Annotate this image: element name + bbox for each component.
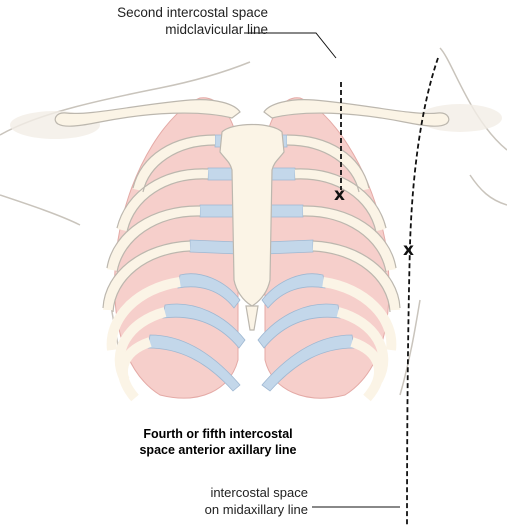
midaxillary-label-line1: intercostal space <box>140 484 308 501</box>
second-intercostal-label-line1: Second intercostal space <box>28 4 268 21</box>
midaxillary-label: intercostal space on midaxillary line <box>140 484 308 518</box>
anterior-axillary-label-line1: Fourth or fifth intercostal <box>112 426 324 442</box>
anterior-axillary-label-line2: space anterior axillary line <box>112 442 324 458</box>
midaxillary-label-line2: on midaxillary line <box>140 501 308 518</box>
second-intercostal-label: Second intercostal space midclavicular l… <box>28 4 268 38</box>
clavicles <box>55 100 449 127</box>
anterior-axillary-label: Fourth or fifth intercostal space anteri… <box>112 426 324 458</box>
second-intercostal-label-line2: midclavicular line <box>28 21 268 38</box>
electrode-marker-axillary: x <box>403 242 414 259</box>
electrode-marker-midclavicular: x <box>334 187 345 204</box>
